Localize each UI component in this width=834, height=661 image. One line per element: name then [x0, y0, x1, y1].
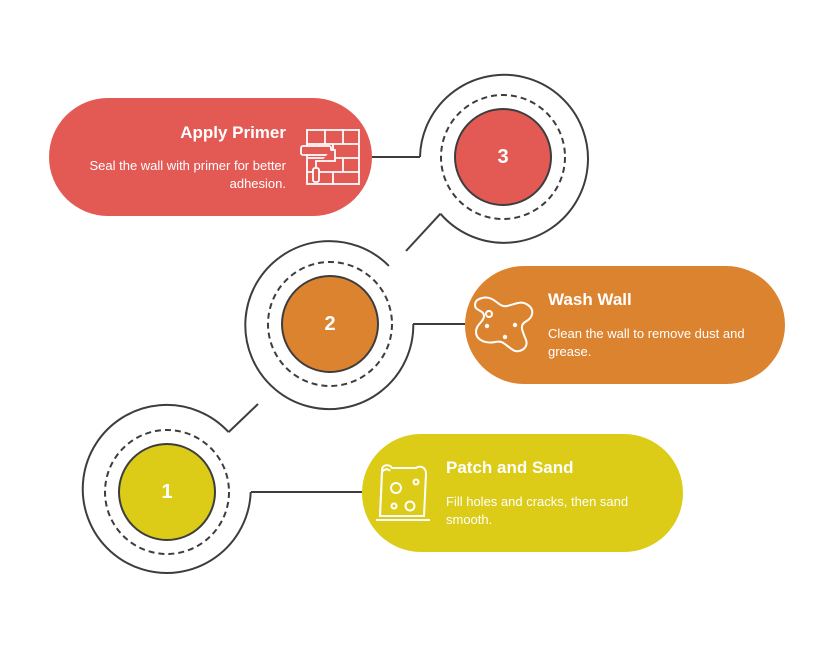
step-2-circle: [281, 275, 379, 373]
step-1-outer-ring: [81, 403, 252, 574]
step-1-dashed-ring: [104, 429, 230, 555]
link-1-to-2: [227, 403, 259, 433]
cheese-block-icon: [376, 464, 430, 521]
step-1-description: Fill holes and cracks, then sand smooth.: [446, 494, 629, 527]
step-1-circle: [118, 443, 216, 541]
step-2-number: 2: [324, 313, 336, 335]
step-3-title: Apply Primer: [180, 123, 286, 142]
step-1-number: 1: [161, 481, 173, 503]
step-2-outer-ring: [244, 240, 415, 411]
paint-roller-wall-icon: [300, 129, 360, 185]
step-3-outer-ring: [419, 73, 589, 244]
step-3-description: Seal the wall with primer for better adh…: [89, 158, 286, 191]
step-2-card: Wash Wall Clean the wall to remove dust …: [465, 266, 785, 384]
step-1-title: Patch and Sand: [446, 458, 574, 477]
step-1-card: Patch and Sand Fill holes and cracks, th…: [362, 434, 683, 552]
step-3-number: 3: [497, 146, 509, 168]
step-2-title: Wash Wall: [548, 290, 632, 309]
step-3-dashed-ring: [440, 94, 566, 220]
step-2-dashed-ring: [267, 261, 393, 387]
link-2-to-3: [405, 213, 442, 252]
step-2-description: Clean the wall to remove dust and grease…: [548, 326, 745, 359]
step-3-circle: [454, 108, 552, 206]
step-3-card: Apply Primer Seal the wall with primer f…: [49, 98, 372, 216]
sponge-icon: [473, 296, 534, 353]
